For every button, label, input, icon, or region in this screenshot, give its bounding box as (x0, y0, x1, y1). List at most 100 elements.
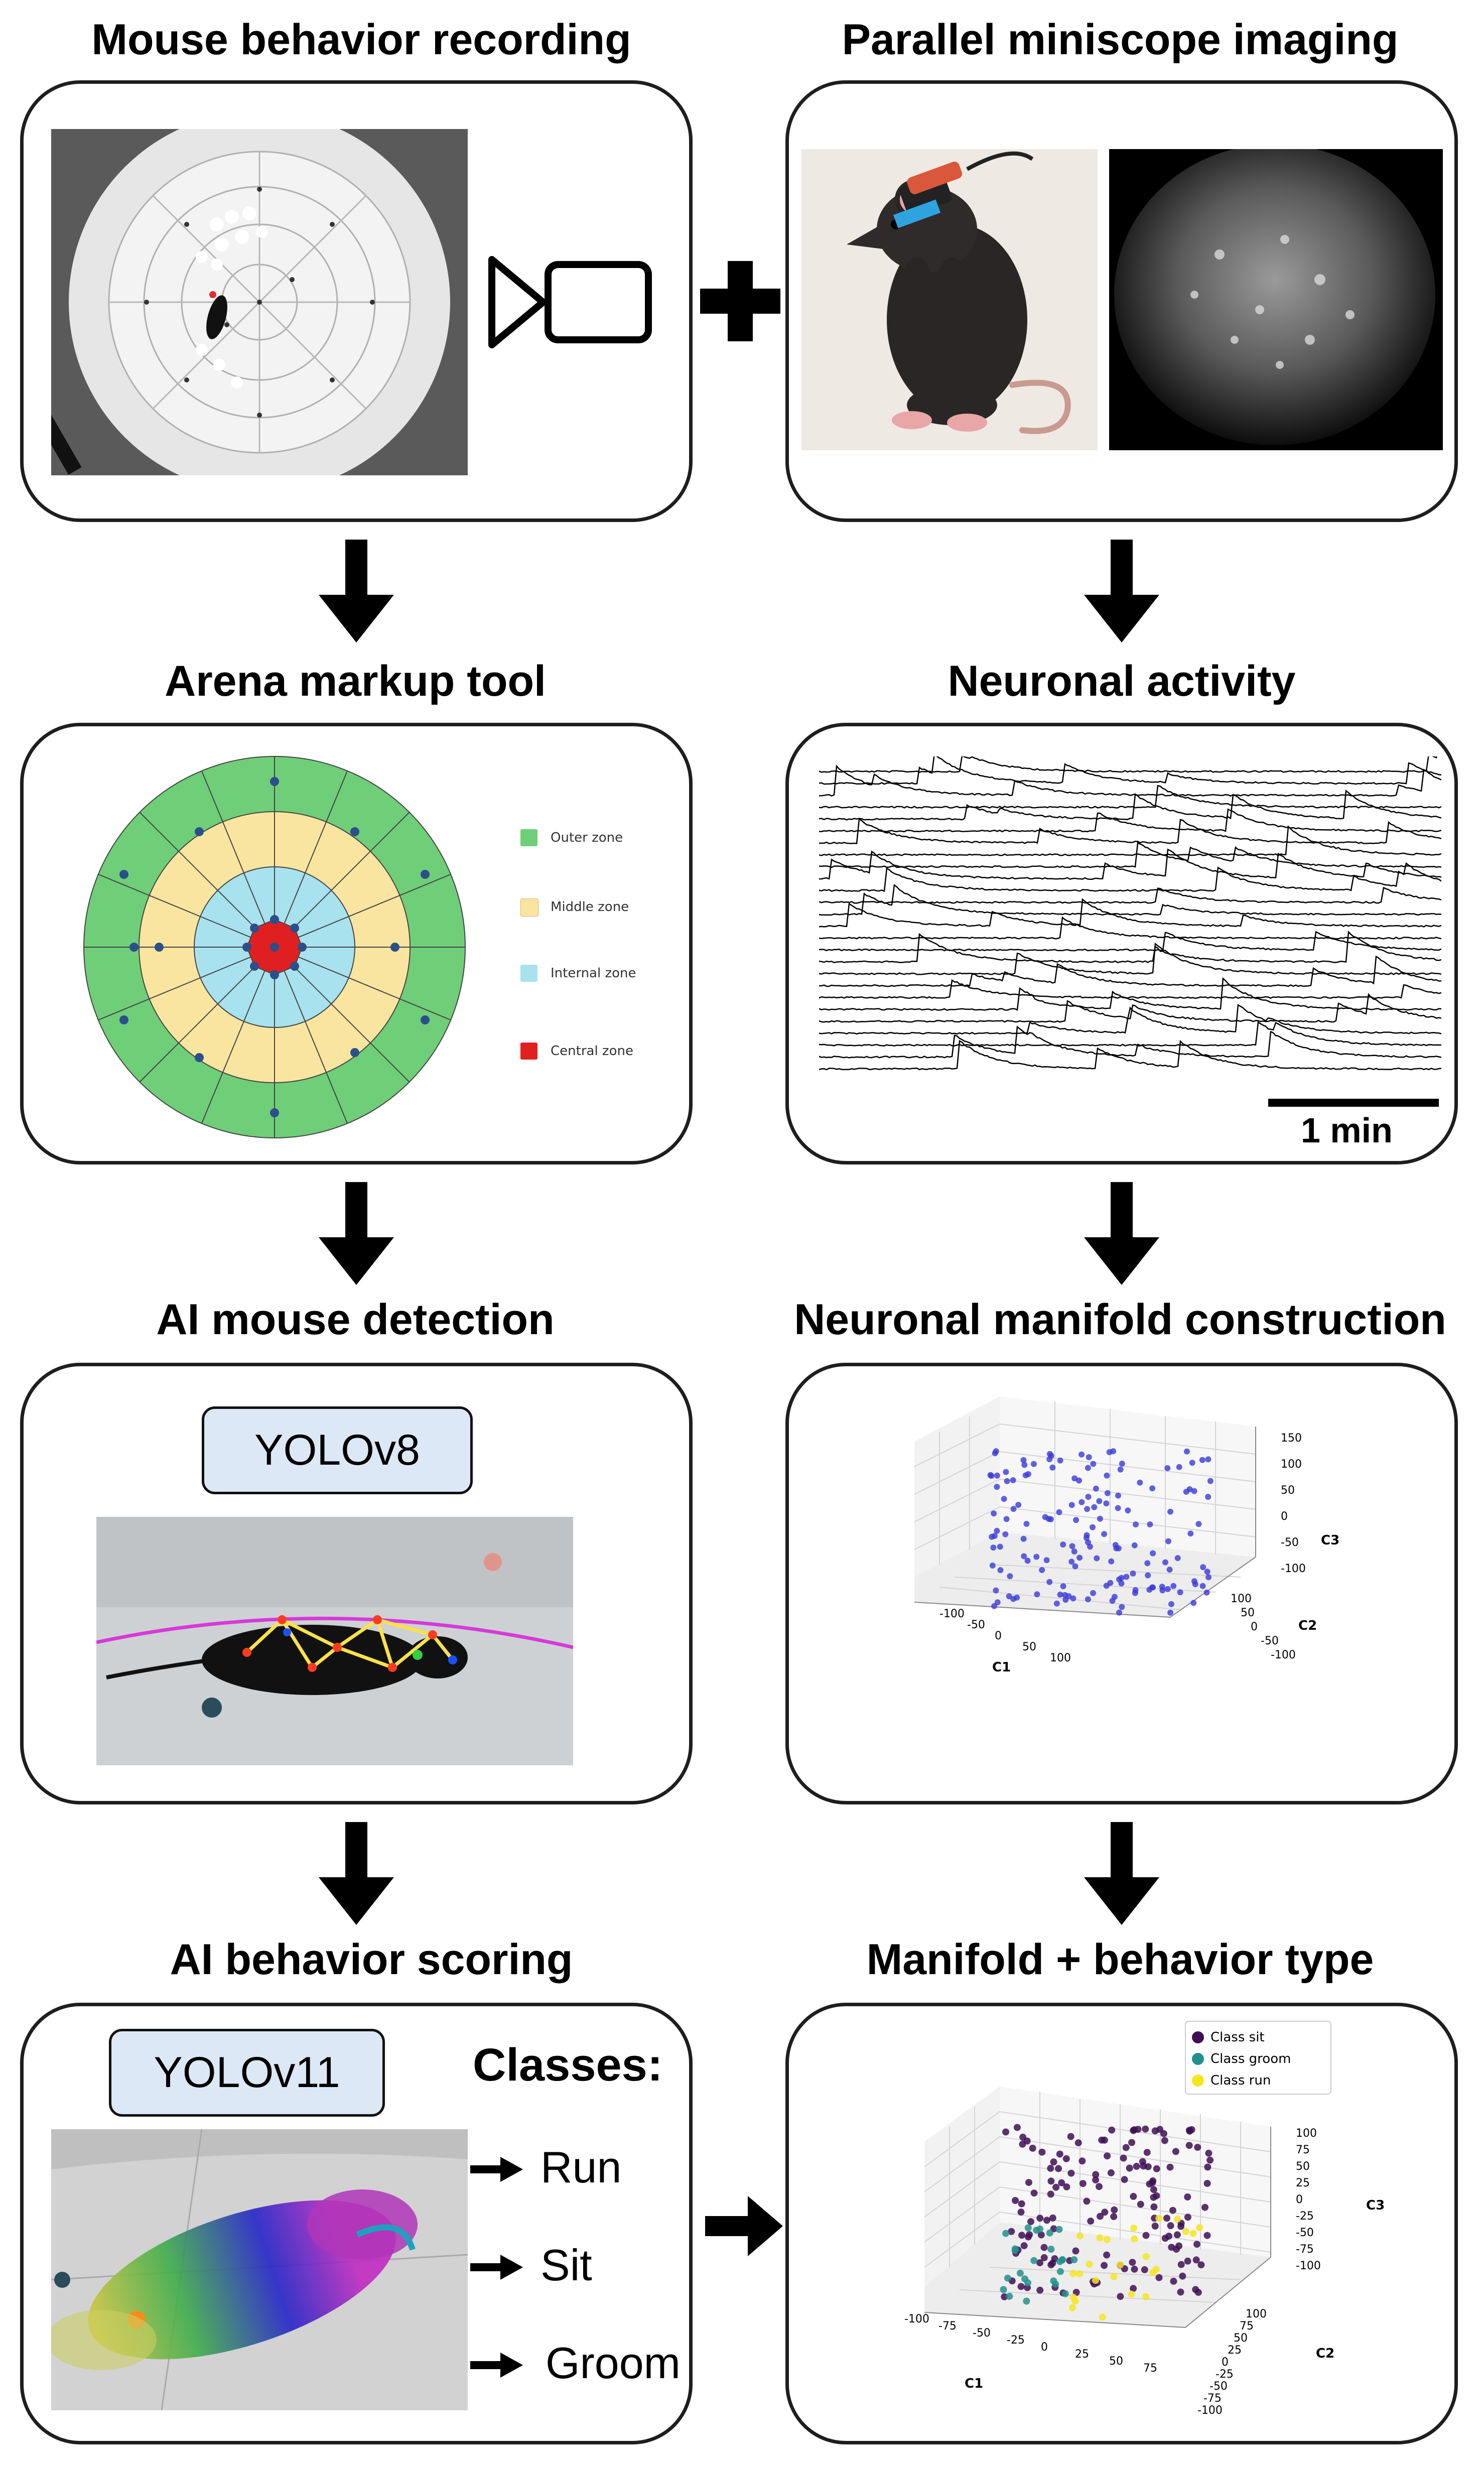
behavior-point (1079, 2180, 1087, 2187)
behavior-point (1047, 2246, 1055, 2253)
tick-label: 50 (1241, 1607, 1255, 1619)
trace-15 (819, 916, 1441, 940)
behavior-point (1020, 2242, 1028, 2250)
manifold-point (1119, 1461, 1125, 1467)
behavior-point (1058, 2179, 1065, 2186)
behavior-point (1168, 2244, 1175, 2251)
manifold-point (1137, 1479, 1143, 1486)
behavior-point (1146, 2180, 1153, 2188)
behavior-point (1036, 2215, 1044, 2222)
behavior-point (1070, 2256, 1078, 2263)
manifold-point (1183, 1448, 1190, 1455)
manifold-point (1045, 1516, 1052, 1522)
behavior-point (1142, 2253, 1150, 2260)
behavior-point (1024, 2224, 1032, 2232)
tick-label: 100 (1050, 1652, 1071, 1664)
manifold-point (1033, 1553, 1040, 1560)
behavior-point (1142, 2232, 1150, 2239)
manifold-point (1046, 1579, 1053, 1585)
manifold-point (1014, 1594, 1020, 1601)
manifold-point (1085, 1539, 1091, 1545)
manifold-point (1191, 1488, 1197, 1494)
legend-label-internal: Internal zone (551, 966, 636, 981)
class-label-groom: Groom (546, 2338, 681, 2388)
behavior-point (1086, 2261, 1093, 2268)
manifold-point (1071, 1475, 1078, 1482)
legend-swatch-internal (520, 965, 537, 982)
manifold-point (1091, 1504, 1098, 1510)
manifold-point (1116, 1609, 1123, 1616)
manifold-point (1191, 1578, 1197, 1585)
axis-label-c1: C1 (992, 1660, 1011, 1675)
manifold-point (1205, 1494, 1211, 1500)
behavior-point (1204, 2163, 1211, 2171)
behavior-point (1184, 2214, 1191, 2221)
trace-1 (819, 756, 1437, 773)
manifold-point (1104, 1490, 1111, 1496)
legend-swatch-outer (520, 829, 537, 846)
legend-label-middle: Middle zone (551, 899, 629, 915)
tick-label: 0 (1251, 1621, 1258, 1633)
manifold-point (1078, 1451, 1085, 1458)
trace-14 (819, 898, 1441, 928)
arrow-down-2-left (319, 1182, 394, 1285)
behavior-point (1142, 2293, 1150, 2300)
detection-frame (96, 1517, 573, 1765)
behavior-point (1036, 2259, 1043, 2267)
arrow-down-1-right (1084, 540, 1159, 642)
title-mouse-recording: Mouse behavior recording (91, 16, 631, 64)
manifold-point (1068, 1559, 1075, 1565)
behavior-point (1004, 2274, 1011, 2282)
behavior-point (1024, 2279, 1031, 2286)
manifold-point (1003, 1469, 1009, 1475)
manifold-point (991, 1510, 997, 1517)
behavior-point (1049, 2259, 1056, 2267)
behavior-point (1170, 2277, 1177, 2285)
tick-label: -50 (1296, 2227, 1314, 2239)
manifold-point (1097, 1515, 1103, 1522)
behavior-point (1096, 2183, 1103, 2190)
trace-16 (819, 931, 1441, 952)
manifold-point (1119, 1604, 1125, 1610)
manifold-point (1060, 1583, 1066, 1590)
trace-19 (819, 955, 1441, 987)
title-ai-detection: AI mouse detection (156, 1295, 555, 1344)
trace-5 (819, 790, 1441, 821)
tick-label: -100 (939, 1608, 965, 1620)
manifold-point (1109, 1598, 1116, 1604)
manifold-point (1015, 1502, 1022, 1508)
behavior-point (1140, 2162, 1147, 2170)
behavior-point (1043, 2217, 1050, 2224)
behavior-point (1092, 2277, 1099, 2284)
panel-manifold-behavior: Class sit Class groom Class run C1 C2 C3… (785, 2003, 1458, 2444)
manifold-point (1007, 1573, 1013, 1580)
class-label-run: Run (541, 2142, 622, 2192)
manifold-point (994, 1484, 1000, 1490)
behavior-point (1150, 2186, 1157, 2193)
tick-label: -75 (938, 2320, 957, 2332)
legend-swatch-central (520, 1043, 537, 1060)
behavior-point (1117, 2293, 1124, 2300)
behavior-frame (51, 2129, 468, 2410)
behavior-point (1017, 2209, 1025, 2216)
behavior-point (1142, 2125, 1149, 2133)
manifold-point (1024, 1558, 1031, 1564)
manifold-point (1057, 1457, 1063, 1464)
tick-label: -75 (1203, 2392, 1222, 2405)
trace-9 (819, 842, 1441, 868)
behavior-point (1185, 2142, 1193, 2149)
arrow-right-sit (470, 2255, 523, 2280)
tick-label: -75 (1296, 2243, 1314, 2256)
manifold-point (991, 1533, 998, 1539)
behavior-point (1197, 2261, 1205, 2269)
manifold-point (1023, 1521, 1030, 1527)
model-badge-yolov11: YOLOv11 (109, 2029, 385, 2117)
trace-3 (819, 764, 1441, 797)
manifold-point (1144, 1560, 1151, 1567)
manifold-point (1001, 1496, 1007, 1502)
behavior-point (1097, 2213, 1104, 2220)
tick-label: 25 (1296, 2177, 1310, 2189)
behavior-point (1023, 2297, 1030, 2305)
behavior-point (1040, 2244, 1048, 2251)
manifold-point (1165, 1538, 1171, 1544)
